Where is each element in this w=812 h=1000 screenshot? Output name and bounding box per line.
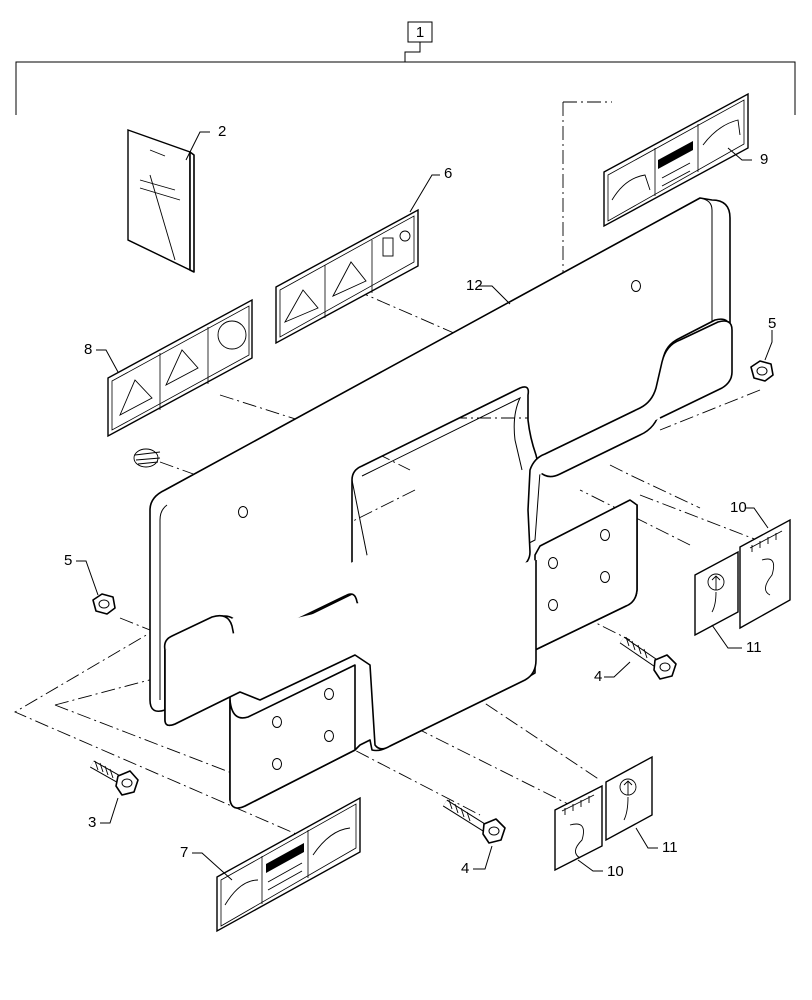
nut-right	[750, 360, 774, 382]
nut-hidden	[133, 448, 161, 468]
callout-decal-warning-center: 6	[444, 165, 452, 182]
callout-weight-plate: 12	[466, 277, 483, 294]
callout-leaders	[76, 131, 773, 881]
bolt-bottom	[442, 799, 506, 844]
assembly-bracket: 1	[15, 21, 796, 115]
nut-left	[92, 593, 116, 615]
callout-nut-left: 5	[64, 552, 72, 569]
callout-decal-warning-left: 8	[84, 341, 92, 358]
callout-decal-lift-bottom: 11	[662, 839, 678, 856]
callout-nut-right: 5	[768, 315, 776, 332]
callout-decal-hook-bottom: 10	[607, 863, 624, 880]
decal-warning-top-right	[603, 92, 749, 228]
callout-bolt-right: 4	[594, 668, 602, 685]
callout-decal-lift-right: 11	[746, 639, 762, 656]
callout-decal-danger-bottom: 7	[180, 844, 188, 861]
assembly-label: 1	[416, 24, 424, 41]
decal-hook-right-top	[739, 518, 791, 630]
callout-bolt-bottom: 4	[461, 860, 469, 877]
callout-numbers: 2 6 12 8 9 5 5 10 11 4 3 4 7 10 11	[64, 123, 776, 880]
callout-bolt-left: 3	[88, 814, 96, 831]
bolt-left	[90, 760, 139, 796]
decal-hook-bottom	[554, 784, 603, 872]
callout-decal-hook-right-top: 10	[730, 499, 747, 516]
decal-danger-bottom	[216, 796, 361, 933]
decal-warning-left	[107, 298, 253, 438]
operator-manual	[127, 129, 195, 273]
plate-holes	[238, 280, 641, 770]
decal-lift-bottom	[605, 755, 653, 842]
callout-decal-warning-top-right: 9	[760, 151, 768, 168]
decal-warning-center	[275, 208, 419, 345]
decal-lift-right	[694, 550, 739, 637]
weight-plate	[149, 197, 733, 809]
callout-manual: 2	[218, 123, 226, 140]
bolt-right	[619, 636, 677, 680]
